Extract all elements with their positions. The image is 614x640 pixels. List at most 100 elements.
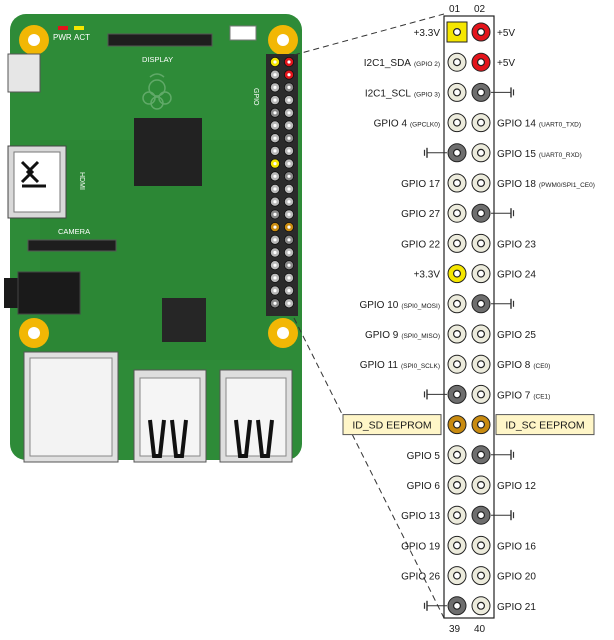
- header-pin-right-4: [471, 113, 491, 133]
- pin-name: GPIO 15: [497, 149, 536, 160]
- header-pin-left-4: [447, 113, 467, 133]
- header-pin-right-16: [471, 475, 491, 495]
- header-pin-right-7: [471, 203, 491, 223]
- board-pin-hole: [273, 162, 277, 166]
- board-pin-hole: [273, 225, 277, 229]
- pin-label-left-1: +3.3V: [414, 28, 441, 39]
- display-label: DISPLAY: [142, 55, 173, 64]
- ground-icon: [423, 147, 447, 158]
- board-pin-hole: [273, 60, 277, 64]
- header-pin-right-19: [471, 566, 491, 586]
- pin-label-right-8: GPIO 23: [497, 239, 536, 250]
- board-pin-hole: [287, 263, 291, 267]
- header-pin-right-10: [471, 294, 491, 314]
- header-pin-right-9: [471, 264, 491, 284]
- pin-name: GPIO 10: [359, 300, 398, 311]
- pin-name: GPIO 18: [497, 179, 536, 190]
- pin-label-left-2: I2C1_SDA(GPIO 2): [364, 58, 440, 69]
- header-pin-left-9: [447, 264, 467, 284]
- hdmi-port: [7, 145, 67, 219]
- raspberry-pi-board: PWR ACT DISPLAY HDMI CAMERA: [4, 14, 302, 463]
- pin-label-right-18: GPIO 16: [497, 541, 536, 552]
- pin-label-left-4: GPIO 4(GPCLK0): [374, 119, 440, 130]
- mounting-hole-bottom-right: [268, 318, 298, 348]
- pwr-led-icon: [58, 26, 68, 30]
- pin-name: I2C1_SDA: [364, 58, 412, 69]
- pin-function: (SPI0_MOSI): [401, 303, 440, 310]
- pin-name: +3.3V: [414, 270, 441, 281]
- pin-label-left-12: GPIO 11(SPI0_SCLK): [360, 360, 440, 371]
- pwr-label: PWR: [53, 33, 72, 42]
- usb-controller-chip: [162, 298, 206, 342]
- pin-label-left-16: GPIO 6: [407, 481, 441, 492]
- board-pin-hole: [287, 111, 291, 115]
- pin-function: (GPIO 2): [414, 61, 440, 68]
- board-pin-hole: [273, 301, 277, 305]
- header-pin-left-10: [447, 294, 467, 314]
- pin-label-right-2: +5V: [497, 58, 515, 69]
- pin-function: (CE1): [533, 393, 550, 400]
- gpio-label: GPIO: [252, 88, 259, 106]
- header-pin-right-3: [471, 82, 491, 102]
- pin-label-left-9: +3.3V: [414, 270, 441, 281]
- header-pin-right-12: [471, 354, 491, 374]
- mounting-hole-bottom-left: [19, 318, 49, 348]
- pin-name: GPIO 25: [497, 330, 536, 341]
- pin-name: GPIO 4: [374, 119, 408, 130]
- eeprom-label-box: [342, 414, 442, 436]
- board-pin-hole: [273, 136, 277, 140]
- header-pin-left-14: [447, 415, 467, 435]
- audio-jack: [17, 271, 81, 315]
- board-pcb: [10, 14, 302, 460]
- pin-name: GPIO 23: [497, 239, 536, 250]
- header-pin-right-8: [471, 233, 491, 253]
- board-pin-hole: [273, 174, 277, 178]
- board-pin-hole: [287, 98, 291, 102]
- pin-function: (SPI0_MISO): [401, 333, 440, 340]
- header-pins: [446, 21, 491, 616]
- board-pin-hole: [287, 60, 291, 64]
- header-pin-right-5: [471, 143, 491, 163]
- board-pin-hole: [287, 149, 291, 153]
- board-pin-hole: [287, 212, 291, 216]
- act-label: ACT: [74, 33, 90, 42]
- pin-name: I2C1_SCL: [365, 88, 412, 99]
- pin-name: GPIO 6: [407, 481, 441, 492]
- board-pin-hole: [287, 238, 291, 242]
- pin-label-right-19: GPIO 20: [497, 572, 536, 583]
- pin-label-left-8: GPIO 22: [401, 239, 440, 250]
- pin-label-right-13: GPIO 7(CE1): [497, 390, 550, 401]
- pin-name: GPIO 26: [401, 572, 440, 583]
- pin-label-right-20: GPIO 21: [497, 602, 536, 613]
- pin-label-right-1: +5V: [497, 28, 515, 39]
- pin-name: GPIO 17: [401, 179, 440, 190]
- header-pin-left-2: [447, 52, 467, 72]
- header-pin-left-16: [447, 475, 467, 495]
- board-pin-hole: [273, 149, 277, 153]
- pin-label-left-14: ID_SD EEPROM: [352, 420, 431, 432]
- pin-name: GPIO 22: [401, 239, 440, 250]
- pin-name: +3.3V: [414, 28, 441, 39]
- board-pin-hole: [287, 162, 291, 166]
- pin-name: GPIO 16: [497, 541, 536, 552]
- pin-function: (GPIO 3): [414, 91, 440, 98]
- header-pin-left-5: [447, 143, 467, 163]
- board-pin-hole: [287, 85, 291, 89]
- board-pin-hole: [287, 276, 291, 280]
- pin-function: (SPI0_SCLK): [401, 363, 440, 370]
- ground-icon: [491, 510, 515, 521]
- header-pin-right-6: [471, 173, 491, 193]
- board-pin-hole: [287, 301, 291, 305]
- pin-name: GPIO 14: [497, 119, 536, 130]
- pin-name: GPIO 19: [401, 541, 440, 552]
- pin-function: (UART0_TXD): [539, 122, 581, 129]
- header-pin-left-13: [447, 384, 467, 404]
- header-pin-right-2: [471, 52, 491, 72]
- board-pin-hole: [287, 289, 291, 293]
- soc-chip: [134, 118, 202, 186]
- board-pin-hole: [287, 225, 291, 229]
- pin-label-left-10: GPIO 10(SPI0_MOSI): [359, 300, 440, 311]
- pin-label-right-14: ID_SC EEPROM: [505, 420, 584, 432]
